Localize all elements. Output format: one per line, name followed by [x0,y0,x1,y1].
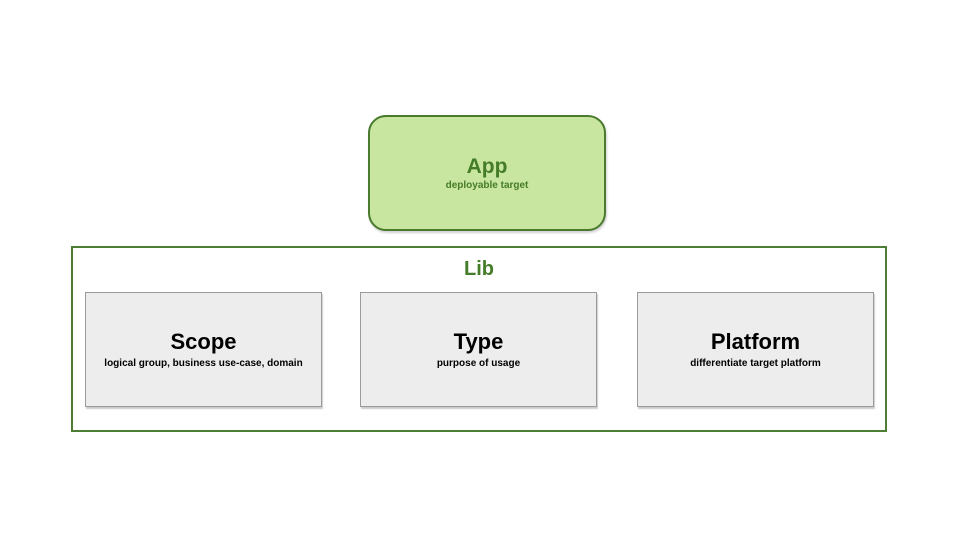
lib-container-node[interactable]: Lib Scope logical group, business use-ca… [71,246,887,432]
type-node-title: Type [453,329,504,355]
platform-node-subtitle: differentiate target platform [690,357,821,369]
platform-node[interactable]: Platform differentiate target platform [637,292,874,407]
app-node-subtitle: deployable target [445,180,529,192]
scope-node-subtitle: logical group, business use-case, domain [104,357,303,369]
platform-node-title: Platform [710,329,801,355]
scope-node-title: Scope [170,329,237,355]
app-node-title: App [466,154,508,178]
type-node[interactable]: Type purpose of usage [360,292,597,407]
scope-node[interactable]: Scope logical group, business use-case, … [85,292,322,407]
app-node[interactable]: App deployable target [368,115,606,231]
type-node-subtitle: purpose of usage [436,357,521,369]
lib-container-title: Lib [464,258,494,280]
